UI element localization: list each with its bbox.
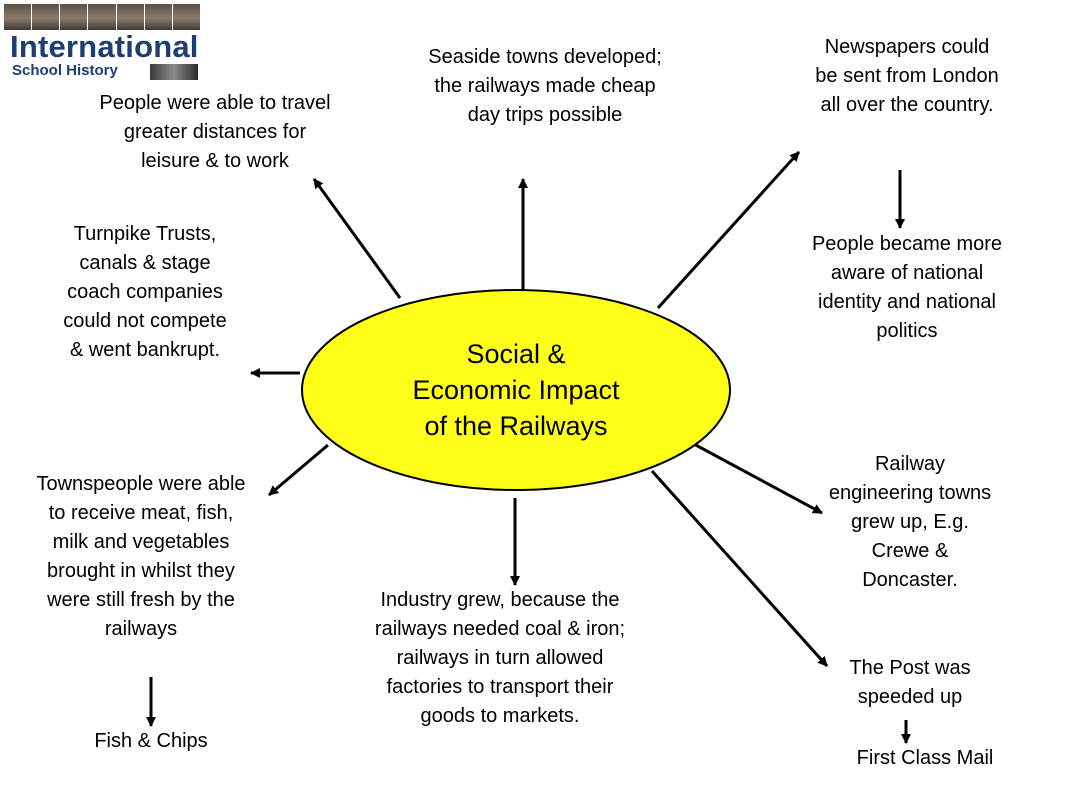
- node-post: The Post was speeded up: [849, 657, 971, 708]
- central-hub: Social & Economic Impact of the Railways: [302, 290, 730, 490]
- node-seaside: Seaside towns developed; the railways ma…: [428, 46, 662, 126]
- logo-subtitle: School History: [12, 62, 118, 79]
- logo-portrait-strip: [4, 4, 200, 30]
- site-logo: International School History: [4, 4, 200, 84]
- node-travel: People were able to travel greater dista…: [99, 92, 331, 172]
- node-engineering-towns: Railway engineering towns grew up, E.g. …: [828, 453, 992, 591]
- node-newspapers: Newspapers could be sent from London all…: [815, 36, 999, 116]
- logo-title: International: [10, 29, 199, 64]
- node-industry: Industry grew, because the railways need…: [374, 589, 626, 727]
- node-fresh-food: Townspeople were able to receive meat, f…: [36, 473, 246, 640]
- logo-portrait-thumbnails: [150, 64, 198, 80]
- node-national-identity: People became more aware of national ide…: [811, 233, 1003, 342]
- arrow-to-travel: [312, 178, 402, 299]
- node-fish-and-chips: Fish & Chips: [94, 730, 208, 752]
- node-first-class-mail: First Class Mail: [856, 747, 994, 769]
- arrow-to-engineering: [691, 441, 823, 515]
- arrow-to-post: [650, 469, 829, 668]
- node-turnpike: Turnpike Trusts, canals & stage coach co…: [63, 223, 227, 361]
- central-hub-ellipse: [301, 289, 731, 491]
- hub-title: Social & Economic Impact of the Railways: [412, 339, 620, 441]
- arrow-to-food: [268, 443, 329, 497]
- arrow-to-newspapers: [656, 150, 801, 310]
